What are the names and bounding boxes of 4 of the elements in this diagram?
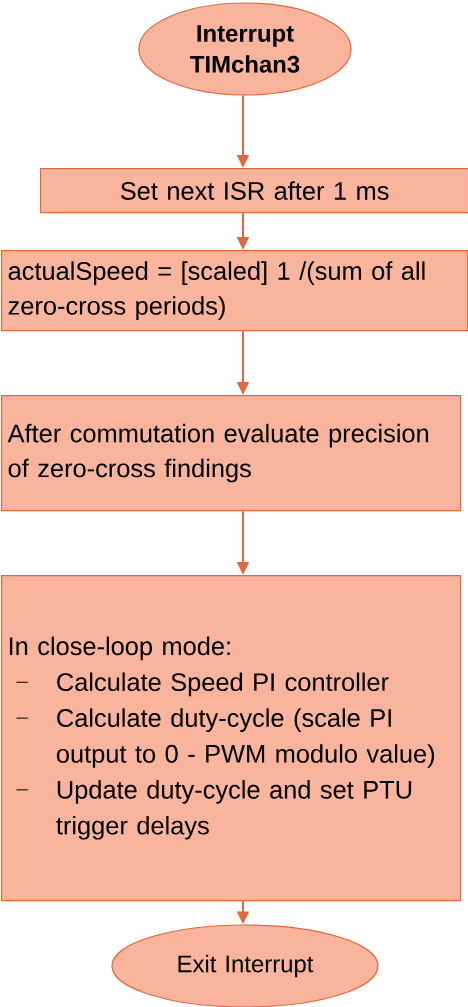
process-box: After commutation evaluate precision of zero-cross findings bbox=[1, 395, 462, 512]
process-box: In close-loop mode: Calculate Speed PI controller Calculate duty-cycle (scale PI output to 0 - PWM modulo value) Update duty-cycle and set PTU trigger delays bbox=[1, 575, 462, 902]
process-box: Set next ISR after 1 ms bbox=[40, 168, 468, 214]
process-box: actualSpeed = [scaled] 1 /(sum of all zero-cross periods) bbox=[1, 250, 468, 332]
